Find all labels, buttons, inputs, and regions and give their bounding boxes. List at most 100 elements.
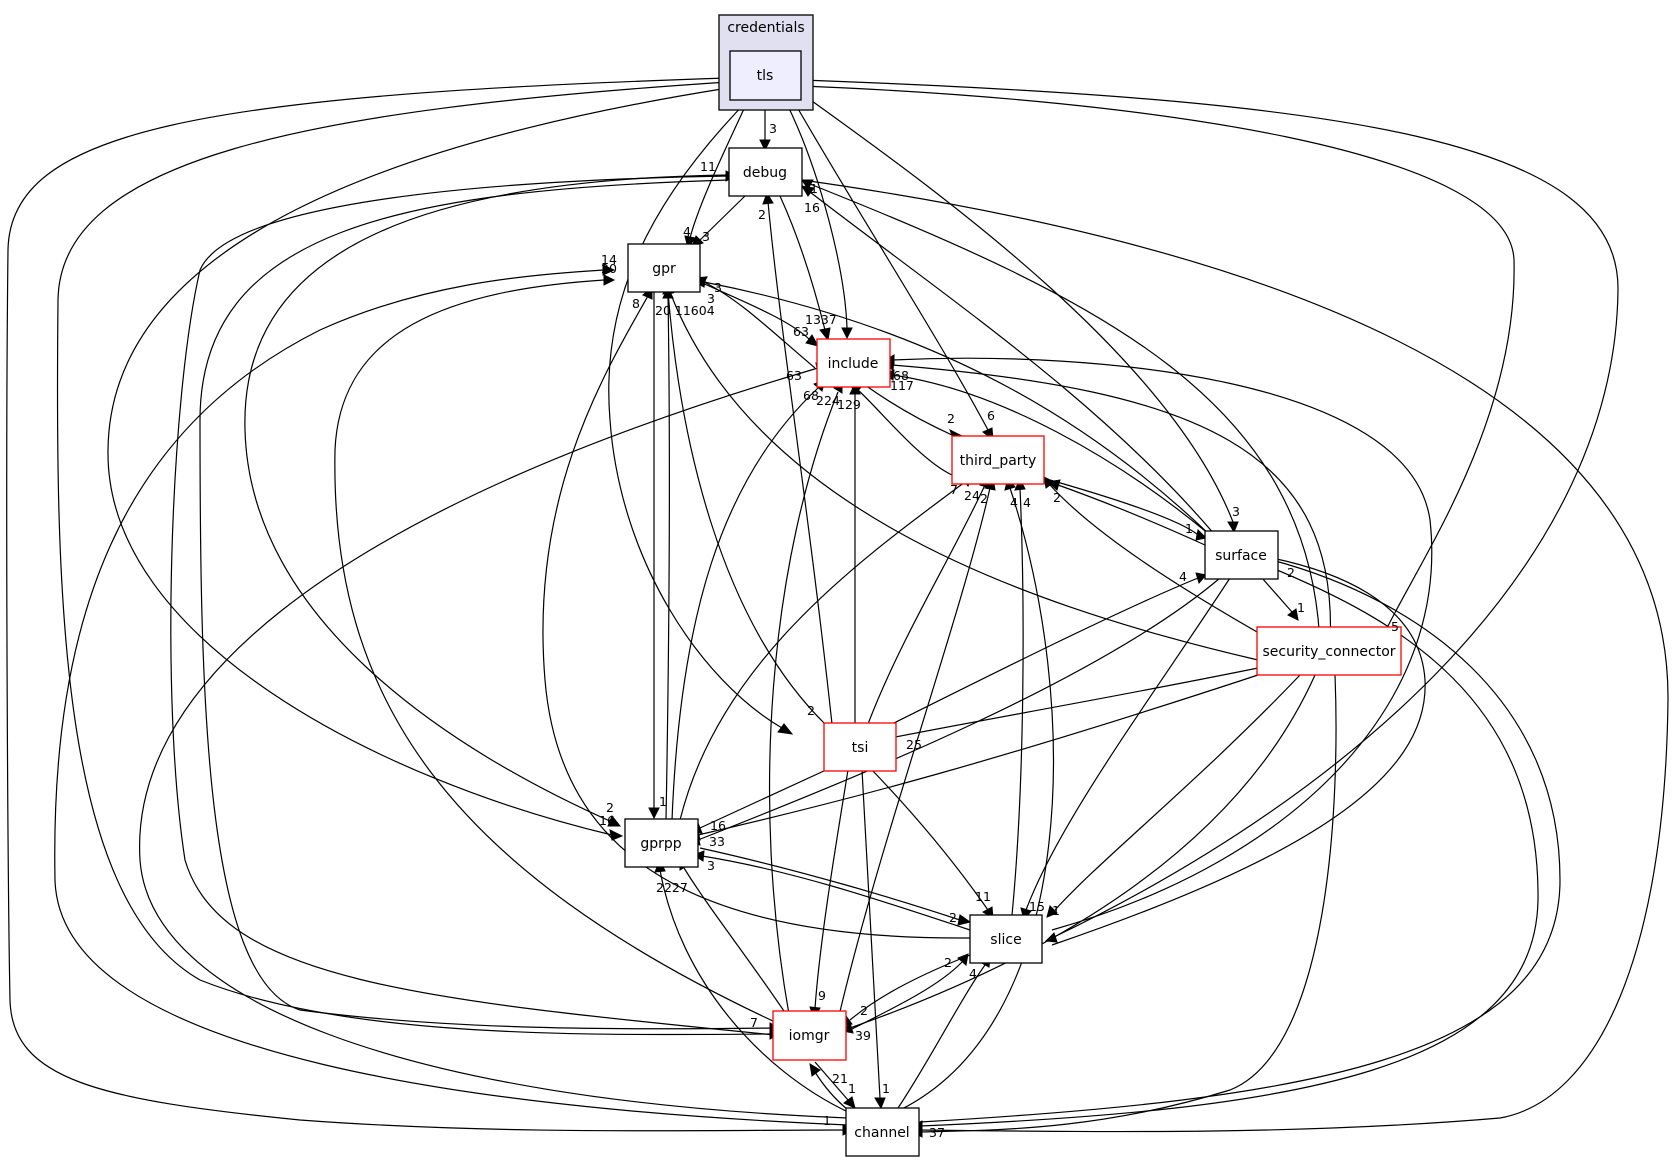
node-third-party-label: third_party [960,453,1037,469]
edge-channel-surface [919,559,1561,1123]
edge-surface-include [891,374,1211,536]
edge-surface-security-connector [1261,577,1293,613]
node-include-label: include [828,356,879,372]
edge-label: 16 [599,813,615,828]
edge-slice-third-party [1011,487,1024,916]
edge-iomgr-include [768,391,839,1021]
edge-arrow [1287,608,1299,621]
node-channel-box[interactable] [845,1107,920,1157]
edge-label: 39 [855,1028,871,1043]
edge-label: 1 [848,1081,856,1096]
edge-label: 63 [786,368,802,383]
edge-tsi-debug [767,201,833,725]
edge-label: 7 [750,1015,758,1030]
edge-label: 2 [944,955,952,970]
edge-label: 224 [816,393,840,408]
edge-debug-gpr [699,195,746,241]
node-security-connector[interactable]: security_connector [1256,626,1402,676]
edge-include-third-party [864,384,953,436]
node-iomgr-label: iomgr [789,1028,830,1044]
node-tls-box[interactable] [729,50,802,101]
node-iomgr-box[interactable] [772,1010,847,1061]
edge-label: 117 [890,378,914,393]
edge-tsi-gprpp [699,769,827,829]
node-gprpp-label: gprpp [640,836,681,852]
edge-iomgr-debug [170,175,776,1036]
edge-label: 68 [803,388,819,403]
edge-label: 2 [949,910,957,925]
edge-tls-security-connector [801,85,1515,631]
edge-gprpp-slice [699,847,961,921]
edge-arrow [843,1096,856,1109]
edge-arrow [874,1097,886,1110]
edge-secconn-debug [809,183,1321,646]
edge-slice-gpr [542,295,971,939]
edge-surface-debug [809,191,1216,536]
edge-arrow [1227,521,1239,534]
edge-label: 3 [714,280,722,295]
node-security-connector-box[interactable] [1256,626,1402,676]
node-include[interactable]: include [816,338,891,388]
node-gpr-box[interactable] [627,243,701,293]
edge-label: 3 [1232,504,1240,519]
edge-label: 2 [860,1003,868,1018]
edge-arrow [801,179,814,190]
edge-tsi-gpr [667,291,826,725]
edge-label: 14 [601,252,617,267]
node-slice-label: slice [990,932,1021,948]
node-debug[interactable]: debug [728,147,803,197]
node-tsi-label: tsi [852,740,869,756]
edge-arrow [607,815,622,827]
node-gprpp[interactable]: gprpp [624,818,699,868]
edge-arrow [609,829,624,841]
edge-label: 3 [769,121,777,136]
edge-secconn-iomgr [849,674,1316,1029]
node-iomgr[interactable]: iomgr [772,1010,847,1061]
edge-tls-surface [804,95,1234,523]
node-tls[interactable]: tls [729,50,802,101]
node-slice-box[interactable] [969,914,1043,964]
edge-label: 3 [707,858,715,873]
node-debug-box[interactable] [728,147,803,197]
edge-debug-iomgr [199,179,773,1030]
node-tsi[interactable]: tsi [823,722,897,772]
edge-arrow [1195,572,1207,585]
edges [6,77,1669,1138]
edge-tsi-slice [871,769,989,911]
edge-arrow [841,327,853,340]
node-surface-label: surface [1215,548,1267,564]
node-surface[interactable]: surface [1204,530,1279,580]
node-include-box[interactable] [816,338,891,388]
node-surface-box[interactable] [1204,530,1279,580]
edge-gpr-include [699,281,811,341]
edge-tls-slice [801,79,1619,939]
edge-secconn-gpr [669,291,1259,661]
edge-label: 1 [810,181,818,196]
edge-secconn-slice [1054,674,1301,911]
edge-label: 2 [1287,565,1295,580]
edge-label: 20 [601,261,617,276]
edge-label: 15 [1029,899,1045,914]
edge-label: 1 [1052,903,1060,918]
edge-label: 9 [818,988,826,1003]
node-third-party[interactable]: third_party [951,435,1045,485]
node-gpr[interactable]: gpr [627,243,701,293]
node-security-connector-label: security_connector [1262,644,1395,660]
node-tsi-box[interactable] [823,722,897,772]
node-third-party-box[interactable] [951,435,1045,485]
edge-arrow [603,274,616,286]
edge-label: 6 [987,408,995,423]
edge-label: 2 [758,207,766,222]
edge-arrow [809,1063,821,1077]
edge-third-party-surface [1049,479,1199,536]
edge-arrow [602,264,616,276]
edge-arrow [648,807,660,820]
node-gprpp-box[interactable] [624,818,699,868]
node-slice[interactable]: slice [969,914,1043,964]
edge-arrow [957,914,972,926]
node-channel[interactable]: channel [845,1107,920,1157]
edge-tls-gpr [689,99,749,239]
edge-label: 4 [1010,495,1018,510]
edge-third-party-include [857,389,953,476]
